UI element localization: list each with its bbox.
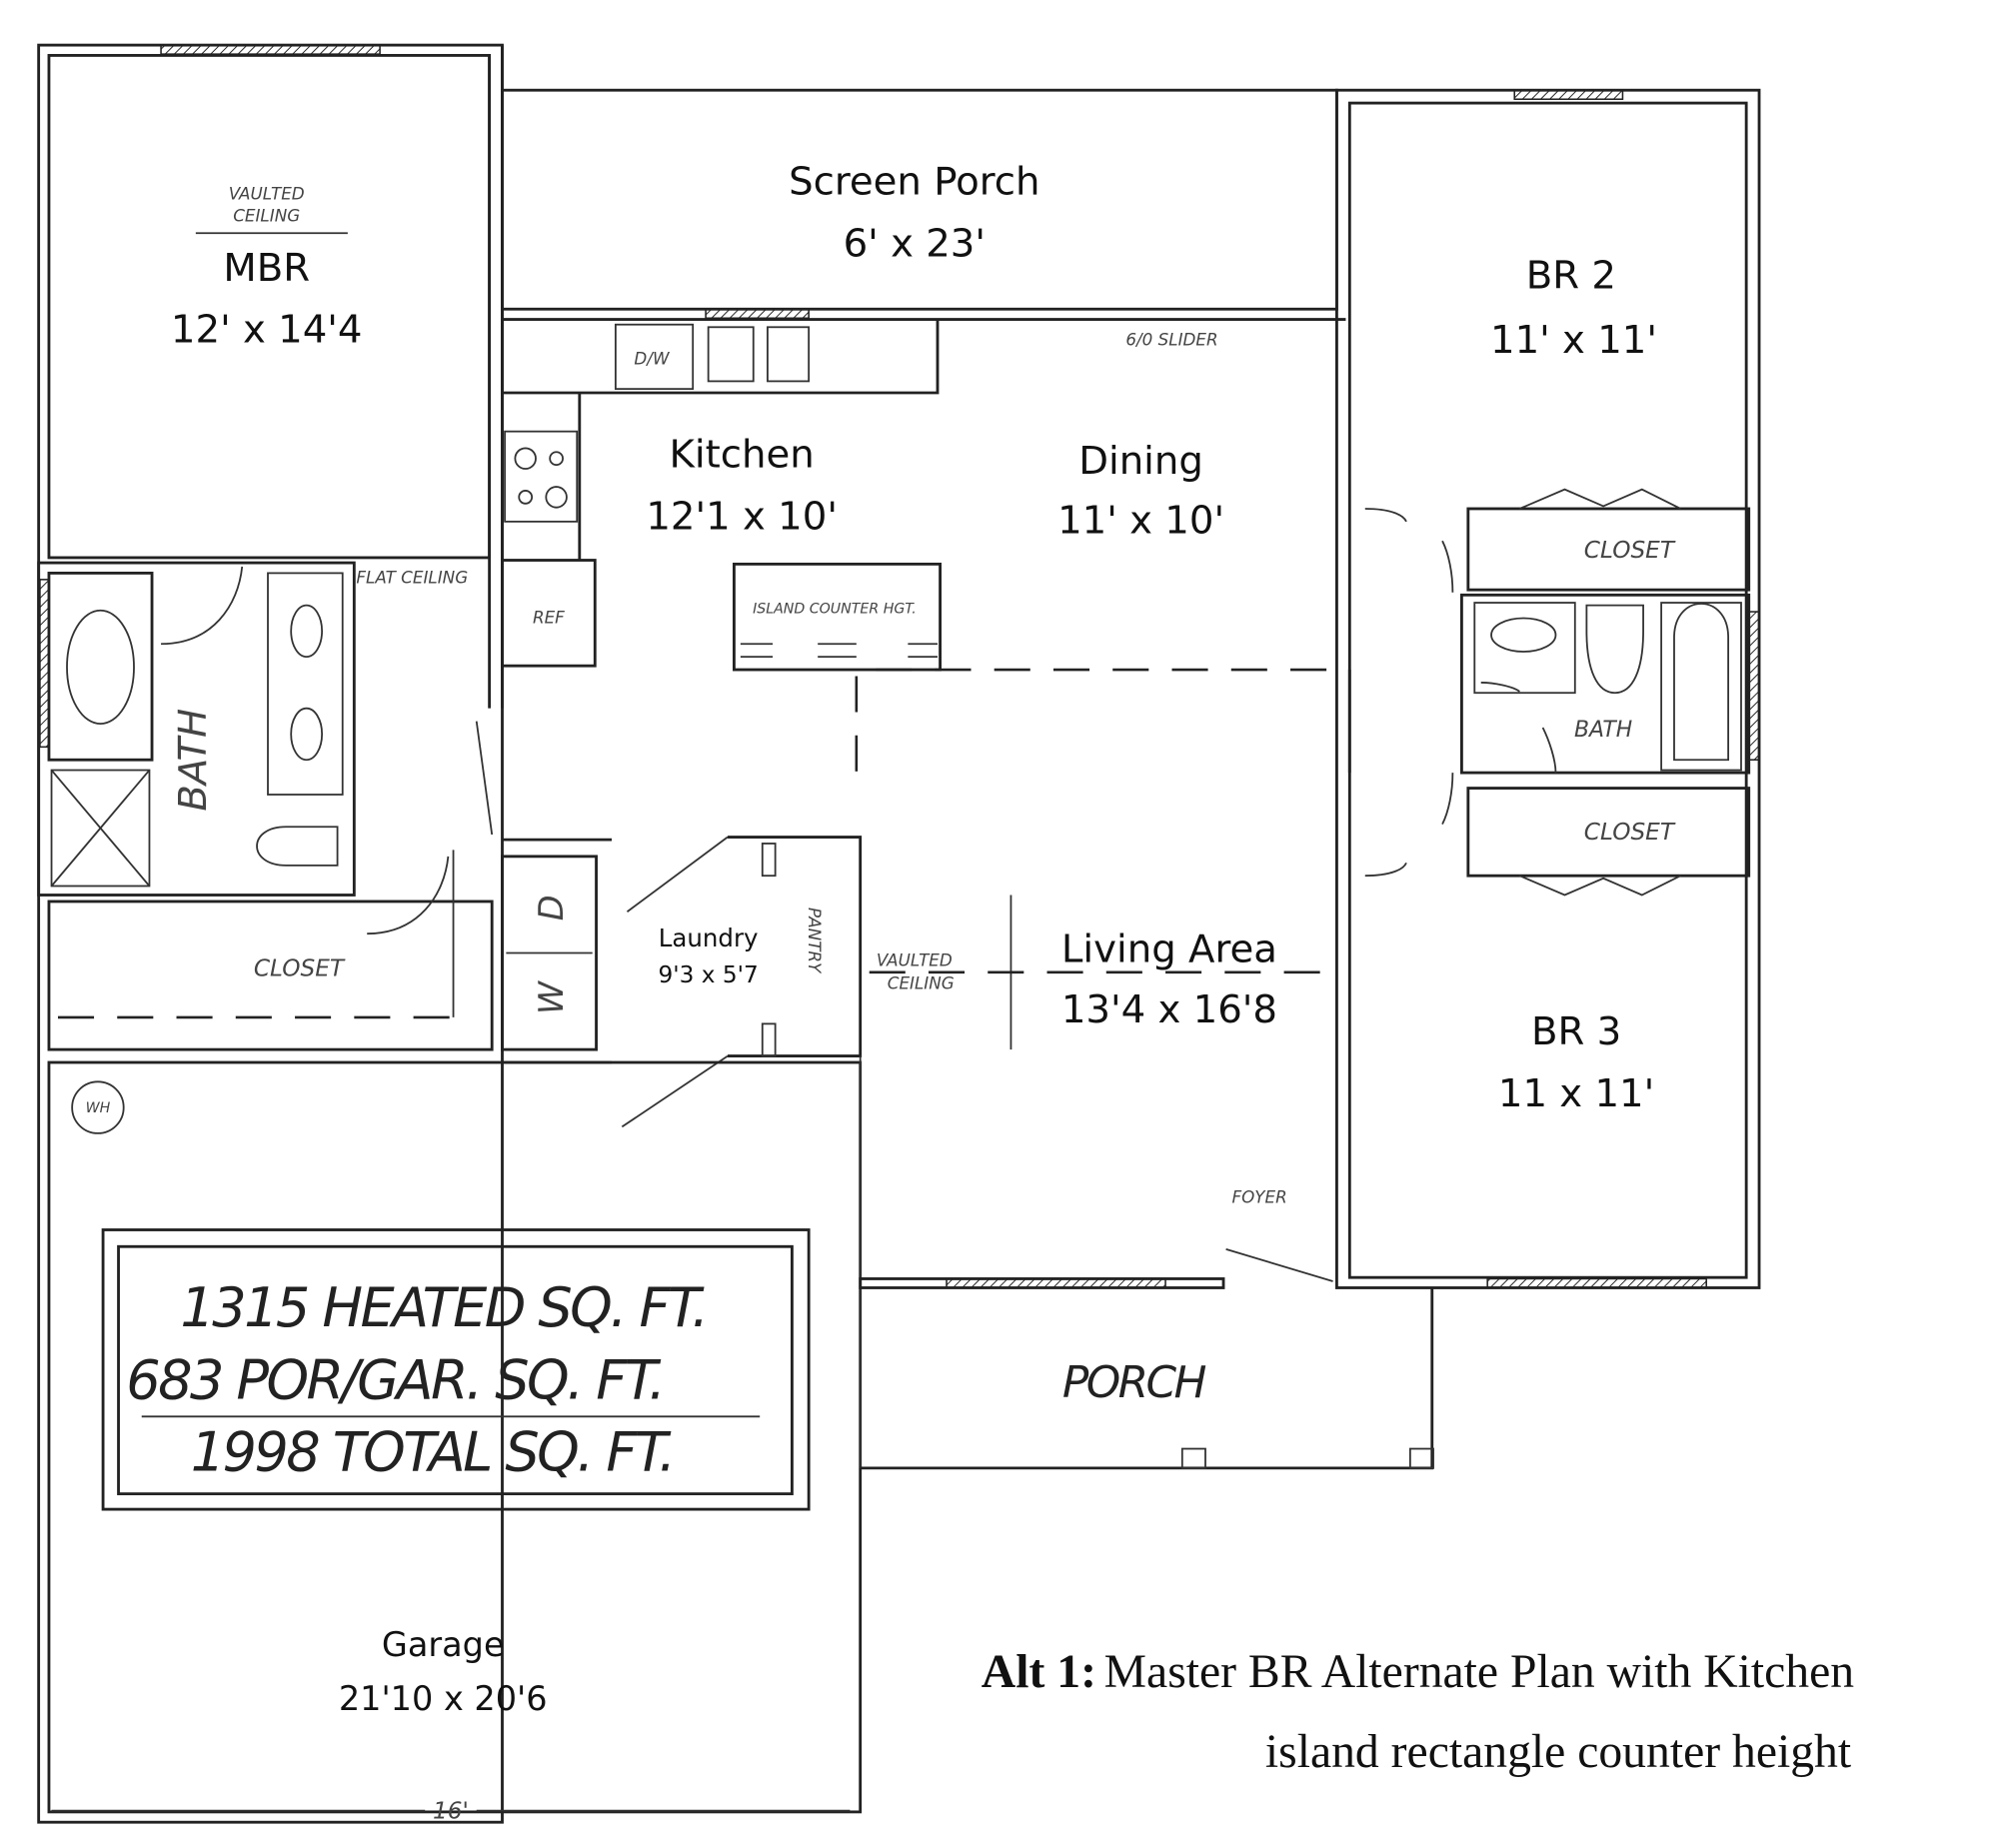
mbr-closet-label: CLOSET	[254, 955, 346, 982]
br3-size: 11 x 11'	[1498, 1071, 1654, 1116]
mbr-size: 12' x 14'4	[171, 308, 363, 353]
screen-porch-label: Screen Porch	[789, 160, 1039, 205]
pantry-label: PANTRY	[805, 908, 825, 974]
window	[705, 308, 810, 320]
living-area-size: 13'4 x 16'8	[1061, 987, 1277, 1032]
master-bath-label: BATH	[171, 709, 216, 812]
window	[946, 1277, 1166, 1289]
washer-label: W	[532, 979, 571, 1014]
caption-prefix: Alt 1:	[982, 1646, 1096, 1698]
kitchen-size: 12'1 x 10'	[646, 495, 838, 540]
dining-size: 11' x 10'	[1057, 498, 1224, 543]
dishwasher-label: D/W	[634, 349, 671, 369]
porch-garage-sqft: 683 POR/GAR. SQ. FT.	[126, 1348, 663, 1411]
living-area-label: Living Area	[1061, 927, 1277, 972]
dryer-label: D	[532, 895, 571, 921]
porch-label: PORCH	[1062, 1357, 1206, 1408]
refrigerator-label: REF	[533, 608, 565, 628]
br3-label: BR 3	[1531, 1009, 1621, 1054]
laundry-size: 9'3 x 5'7	[659, 961, 759, 988]
caption: Alt 1:Master BR Alternate Plan with Kitc…	[982, 1646, 1854, 1778]
mbr-label: MBR	[223, 246, 310, 291]
br2-closet-label: CLOSET	[1584, 537, 1676, 564]
water-heater-label: WH	[86, 1100, 111, 1116]
br2-label: BR 2	[1526, 254, 1616, 299]
svg-text:Alt 1:Master BR Alternate Plan: Alt 1:Master BR Alternate Plan with Kitc…	[982, 1646, 1854, 1698]
vaulted-ceiling-label: CEILING	[888, 973, 955, 993]
window	[1486, 1277, 1707, 1289]
garage-label: Garage	[382, 1625, 505, 1664]
window	[1747, 611, 1760, 761]
vaulted-ceiling-label: VAULTED	[229, 184, 305, 204]
br2-size: 11' x 11'	[1490, 318, 1657, 363]
br3-closet-label: CLOSET	[1584, 819, 1676, 846]
slider-label: 6/0 SLIDER	[1125, 329, 1217, 349]
vaulted-ceiling-label: VAULTED	[877, 949, 953, 969]
kitchen-island	[733, 562, 942, 672]
kitchen-label: Kitchen	[670, 433, 815, 478]
foyer-label: FOYER	[1231, 1186, 1286, 1206]
island-label: ISLAND COUNTER HGT.	[753, 601, 917, 617]
vaulted-ceiling-label: CEILING	[233, 206, 300, 226]
area-summary: 1315 HEATED SQ. FT. 683 POR/GAR. SQ. FT.…	[126, 1276, 709, 1483]
window	[160, 44, 381, 55]
laundry-label: Laundry	[659, 924, 759, 952]
window	[39, 579, 50, 749]
window	[1513, 89, 1624, 101]
garage-size: 21'10 x 20'6	[339, 1679, 548, 1718]
total-sqft: 1998 TOTAL SQ. FT.	[191, 1420, 674, 1483]
hall-bath-label: BATH	[1574, 718, 1632, 743]
caption-line2: island rectangle counter height	[1265, 1726, 1851, 1778]
walls	[37, 43, 1761, 1824]
screen-porch-size: 6' x 23'	[844, 221, 986, 266]
garage-door-dimension: 16'	[433, 1797, 469, 1824]
heated-sqft: 1315 HEATED SQ. FT.	[180, 1276, 706, 1339]
room-labels: VAULTED CEILING MBR 12' x 14'4 Screen Po…	[86, 160, 1676, 1825]
caption-line1: Master BR Alternate Plan with Kitchen	[1104, 1646, 1855, 1698]
dining-label: Dining	[1078, 439, 1203, 484]
flat-ceiling-label: FLAT CEILING	[356, 568, 468, 588]
